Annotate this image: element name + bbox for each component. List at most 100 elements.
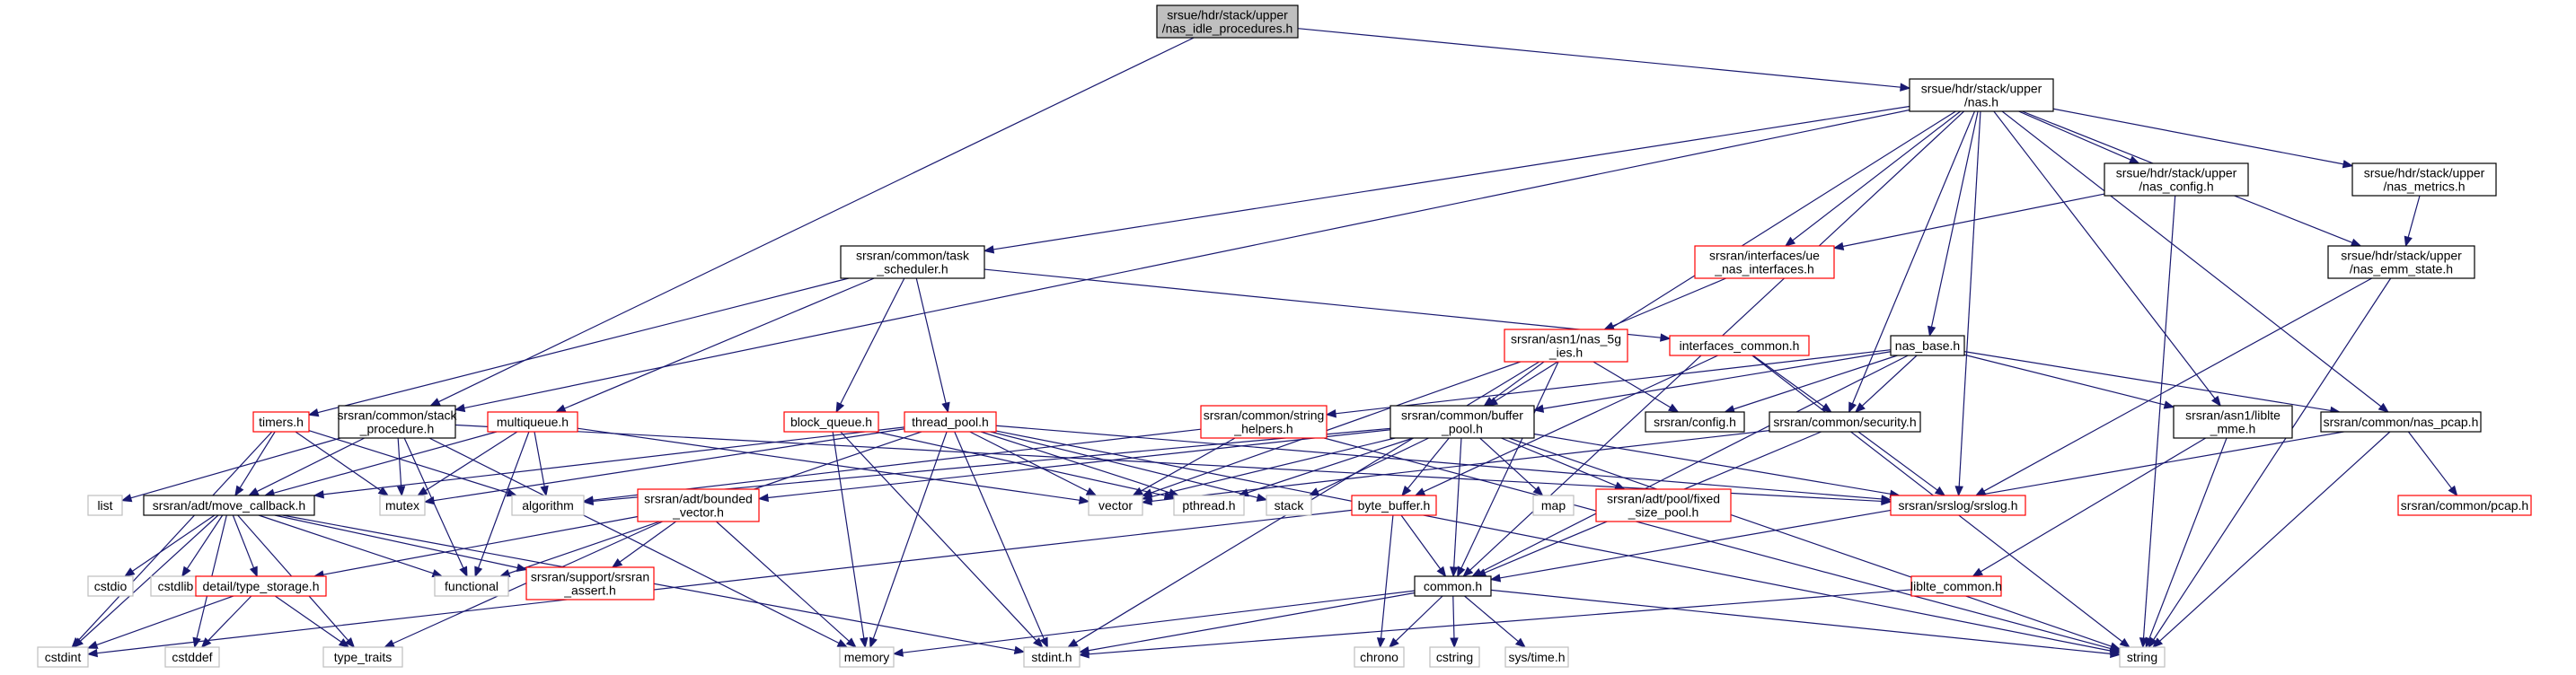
arrowhead-icon <box>835 401 845 414</box>
node-liblte-common[interactable]: liblte_common.h <box>1910 575 2002 597</box>
edge-nas-to-srslog <box>1954 110 1981 497</box>
node-common[interactable]: common.h <box>1414 575 1492 597</box>
node-chrono: chrono <box>1354 646 1405 668</box>
node-move-cb[interactable]: srsran/adt/move_callback.h <box>143 495 315 516</box>
node-security[interactable]: srsran/common/security.h <box>1769 411 1921 433</box>
arrowhead-icon <box>86 640 99 649</box>
node-box <box>1200 405 1328 439</box>
edge-nas_5g_ies-to-buffer_pool <box>1483 361 1545 407</box>
node-type-storage[interactable]: detail/type_storage.h <box>195 575 327 597</box>
arrowhead-icon <box>1308 487 1320 496</box>
node-buffer-pool[interactable]: srsran/common/buffer_pool.h <box>1389 405 1535 439</box>
node-srslog[interactable]: srsran/srslog/srslog.h <box>1890 495 2026 516</box>
node-nas-metrics[interactable]: srsue/hdr/stack/upper/nas_metrics.h <box>2351 162 2497 197</box>
edge-line <box>256 437 366 493</box>
node-cstring: cstring <box>1429 646 1480 668</box>
arrowhead-icon <box>1821 403 1832 413</box>
edge-multiqueue-to-algorithm <box>534 431 549 497</box>
node-nas-emm[interactable]: srsue/hdr/stack/upper/nas_emm_state.h <box>2327 245 2475 279</box>
node-liblte-mme[interactable]: srsran/asn1/liblte_mme.h <box>2173 405 2293 439</box>
node-box <box>525 566 655 600</box>
node-byte-buffer[interactable]: byte_buffer.h <box>1351 495 1437 516</box>
node-label: srsran/common/nas_pcap.h <box>2324 415 2479 429</box>
node-srsran-assert[interactable]: srsran/support/srsran_assert.h <box>525 566 655 600</box>
node-thread-pool[interactable]: thread_pool.h <box>904 411 997 433</box>
arrowhead-icon <box>120 494 133 503</box>
edge-line <box>1983 277 2373 492</box>
edge-root-to-nas <box>1297 28 1911 92</box>
edge-nas_base-to-security <box>1854 355 1918 413</box>
edge-line <box>876 431 1166 496</box>
node-label: _mme.h <box>2210 422 2256 436</box>
edge-line <box>397 437 402 487</box>
node-nas-base[interactable]: nas_base.h <box>1890 335 1965 356</box>
edge-line <box>619 521 676 563</box>
edge-move_cb-to-cstdint <box>73 514 219 648</box>
node-nas[interactable]: srsue/hdr/stack/upper/nas.h <box>1909 78 2054 112</box>
node-box <box>1156 4 1299 39</box>
edge-line <box>273 431 498 494</box>
edge-line <box>1247 437 1414 494</box>
arrowhead-icon <box>249 565 258 578</box>
edge-line <box>577 427 1081 501</box>
node-nas-pcap[interactable]: srsran/common/nas_pcap.h <box>2320 411 2482 433</box>
arrowhead-icon <box>1972 567 1984 577</box>
node-pcap[interactable]: srsran/common/pcap.h <box>2397 495 2532 516</box>
node-cstdint: cstdint <box>37 646 89 668</box>
node-ue-nas-if[interactable]: srsran/interfaces/ue_nas_interfaces.h <box>1694 245 1835 279</box>
edge-line <box>463 109 1910 409</box>
arrowhead-icon <box>2342 160 2354 169</box>
edge-line <box>1993 110 2216 399</box>
node-label: srsran/common/pcap.h <box>2401 498 2528 513</box>
node-label: srsran/interfaces/ue <box>1709 249 1820 263</box>
edge-line <box>2407 431 2453 489</box>
arrowhead-icon <box>2350 238 2362 247</box>
node-stack-proc[interactable]: srsran/common/stack_procedure.h <box>337 405 458 439</box>
node-label: mutex <box>385 498 419 513</box>
node-label: _scheduler.h <box>876 262 948 276</box>
edge-line <box>2142 195 2176 639</box>
node-box <box>1890 335 1965 356</box>
node-label: srsran/asn1/nas_5g <box>1511 332 1621 346</box>
edge-nas-to-nas_metrics <box>2052 108 2354 169</box>
edge-line <box>428 437 840 644</box>
edge-nas_base-to-nas_pcap <box>1963 351 2342 416</box>
edge-ue_nas_if-to-nas_5g_ies <box>1603 277 1726 330</box>
node-label: srsran/adt/bounded <box>644 492 753 506</box>
arrowhead-icon <box>983 245 995 254</box>
arrowhead-icon <box>516 563 528 573</box>
node-nas-5g-ies[interactable]: srsran/asn1/nas_5g_ies.h <box>1504 329 1628 363</box>
edge-line <box>2148 437 2228 639</box>
arrowhead-icon <box>338 638 350 648</box>
arrowhead-icon <box>181 565 191 578</box>
node-nas-config[interactable]: srsue/hdr/stack/upper/nas_config.h <box>2104 162 2249 197</box>
node-box <box>1088 495 1143 516</box>
node-if-common[interactable]: interfaces_common.h <box>1669 335 1810 356</box>
node-multiqueue[interactable]: multiqueue.h <box>487 411 578 433</box>
arrowhead-icon <box>384 639 395 648</box>
node-fixed-pool[interactable]: srsran/adt/pool/fixed_size_pool.h <box>1595 488 1732 522</box>
node-box <box>1389 405 1535 439</box>
edge-line <box>1542 351 1892 409</box>
node-timers[interactable]: timers.h <box>252 411 310 433</box>
arrowhead-icon <box>869 636 878 649</box>
node-box <box>1769 411 1921 433</box>
node-box <box>87 575 134 597</box>
node-label: list <box>97 498 112 513</box>
node-label: timers.h <box>259 415 304 429</box>
edge-line <box>1088 589 1912 655</box>
node-config[interactable]: srsran/config.h <box>1645 411 1745 433</box>
node-block-queue[interactable]: block_queue.h <box>783 411 879 433</box>
edge-nas-to-stack_proc <box>454 109 1910 413</box>
node-box <box>1354 646 1405 668</box>
edge-thread_pool-to-mutex <box>423 428 905 505</box>
arrowhead-icon <box>1436 565 1447 578</box>
arrowhead-icon <box>1066 638 1079 648</box>
node-bounded-vec[interactable]: srsran/adt/bounded_vector.h <box>637 488 760 522</box>
edge-multiqueue-to-mutex <box>417 431 518 496</box>
node-box <box>511 495 585 516</box>
node-string-helpers[interactable]: srsran/common/string_helpers.h <box>1200 405 1328 439</box>
node-task-sched[interactable]: srsran/common/task_scheduler.h <box>840 245 985 279</box>
arrowhead-icon <box>454 403 466 413</box>
